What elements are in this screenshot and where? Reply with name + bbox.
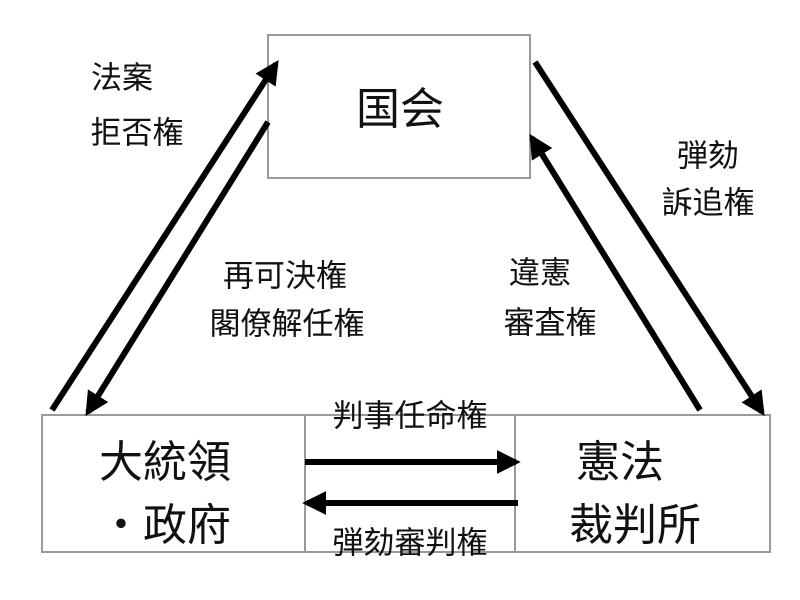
parliament-label: 国会 (356, 84, 444, 135)
impeach-trial-label: 弾劾審判権 (333, 526, 488, 562)
judicial-review-arrow (529, 133, 703, 412)
override-label-line1: 再可決権 (223, 259, 347, 295)
court-label-line2: 裁判所 (569, 500, 701, 551)
veto-arrow (49, 59, 279, 412)
impeach-prosecute-label-line2: 訴追権 (662, 186, 755, 222)
bottom-frame (41, 414, 771, 553)
review-label-line1: 違憲 (509, 256, 571, 292)
review-label-line2: 審査権 (504, 306, 597, 342)
impeach-prosecute-label-line1: 弾劾 (677, 139, 739, 175)
override-label-line2: 閣僚解任権 (210, 307, 365, 343)
parliament-box (267, 34, 531, 179)
veto-label-line1: 法案 (91, 61, 153, 97)
president-label-line2: ・政府 (99, 500, 231, 551)
impeach-prosecute-arrow (532, 60, 765, 417)
veto-label-line2: 拒否権 (91, 116, 184, 152)
appoint-judges-label: 判事任命権 (333, 399, 488, 435)
president-label-line1: 大統領 (99, 437, 231, 488)
override-arrow (85, 120, 271, 417)
court-label-line1: 憲法 (576, 437, 664, 488)
